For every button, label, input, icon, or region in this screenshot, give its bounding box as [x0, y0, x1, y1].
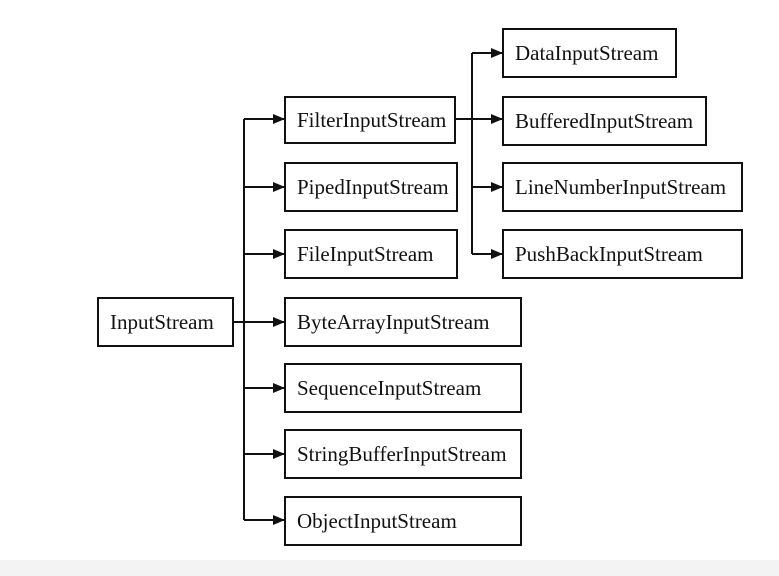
node-pushbackinputstream: PushBackInputStream — [502, 229, 743, 279]
node-linenumberinputstream: LineNumberInputStream — [502, 162, 743, 212]
node-stringbufferinputstream: StringBufferInputStream — [284, 429, 522, 479]
node-filterinputstream: FilterInputStream — [284, 96, 456, 144]
node-bytearrayinputstream: ByteArrayInputStream — [284, 297, 522, 347]
node-objectinputstream: ObjectInputStream — [284, 496, 522, 546]
node-bufferedinputstream: BufferedInputStream — [502, 96, 707, 146]
node-fileinputstream: FileInputStream — [284, 229, 458, 279]
inputstream-class-hierarchy-diagram: InputStream FilterInputStream PipedInput… — [97, 28, 743, 546]
node-inputstream: InputStream — [97, 297, 234, 347]
bottom-strip — [0, 560, 779, 576]
node-datainputstream: DataInputStream — [502, 28, 677, 78]
node-sequenceinputstream: SequenceInputStream — [284, 363, 522, 413]
connector-lines — [233, 48, 503, 525]
node-pipedinputstream: PipedInputStream — [284, 162, 458, 212]
